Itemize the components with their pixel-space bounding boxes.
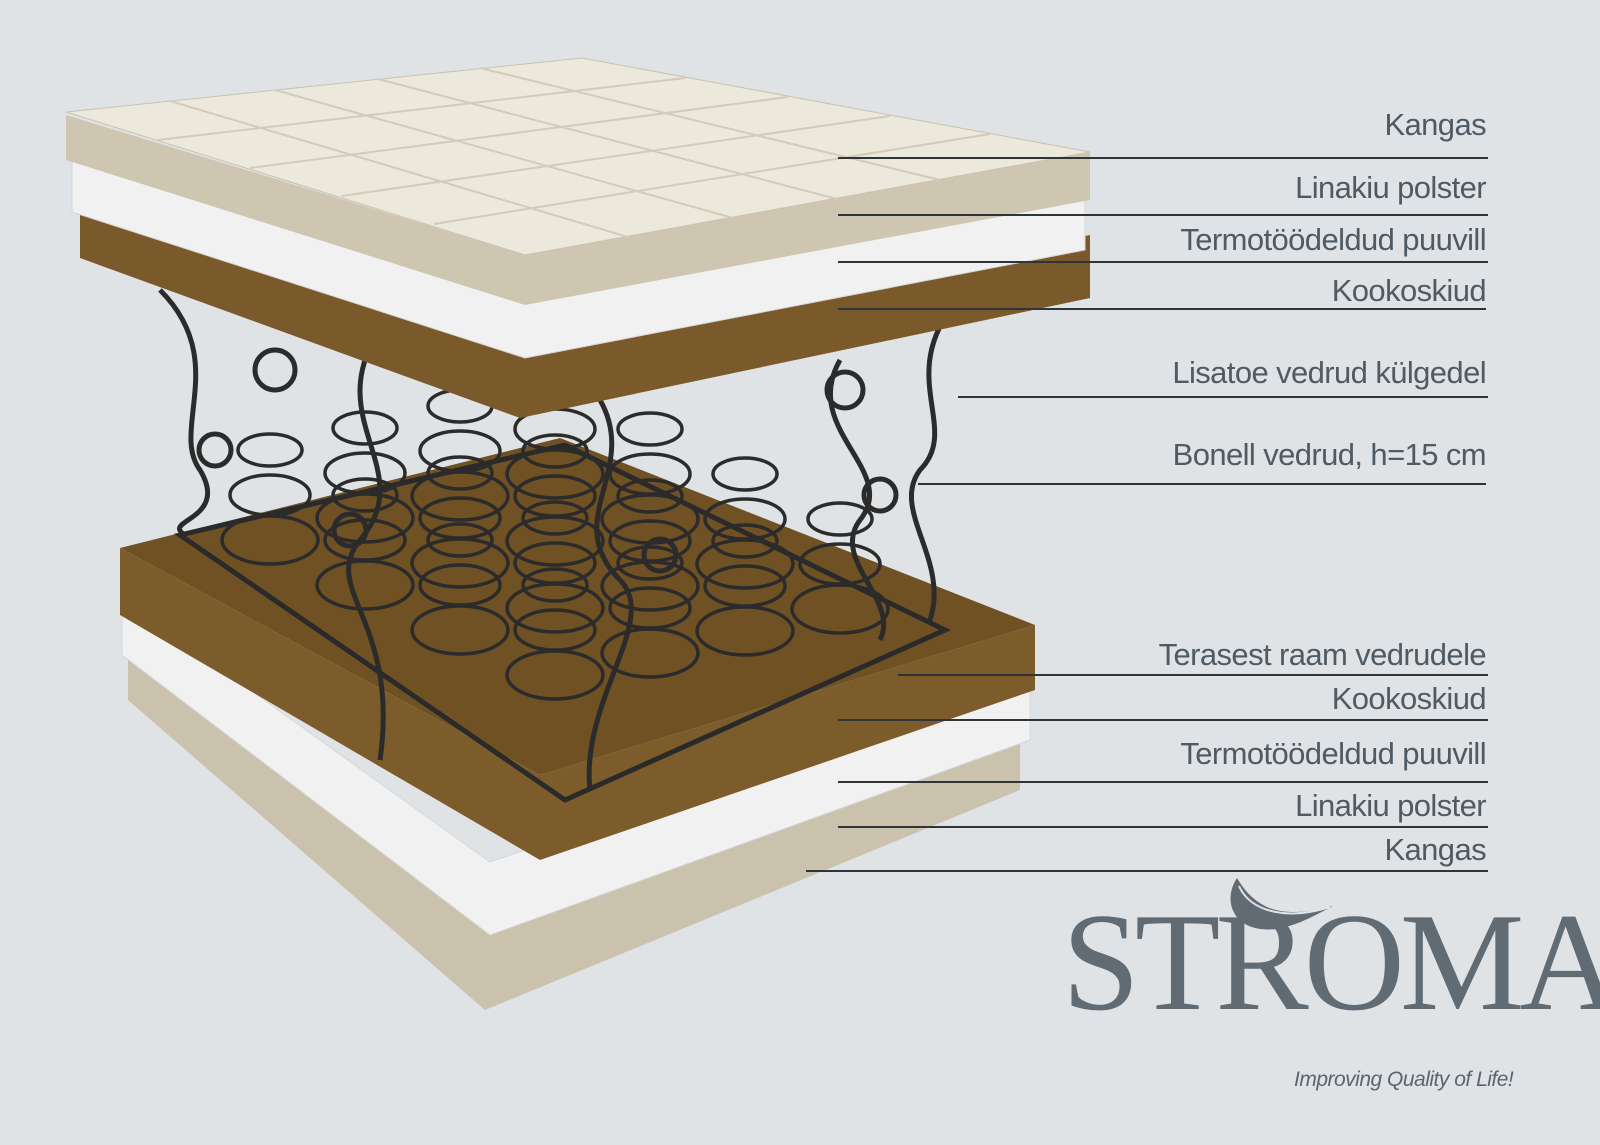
label-bottom-cotton: Termotöödeldud puuvill [1180,736,1486,771]
spring-coil [331,477,399,513]
spring-coil [616,478,684,514]
leader-line [958,396,1488,398]
spring-coil [418,429,502,473]
leader-line [838,719,1488,721]
leader-line [806,870,1488,872]
spring-coil [513,541,597,585]
bottom-cotton-layer [121,597,1031,936]
spring-coil [426,455,494,491]
leader-line [918,483,1486,485]
label-top-flax-padding: Linakiu polster [1295,170,1487,205]
label-top-coir: Kookoskiud [1331,273,1487,308]
spring-coil [703,497,787,541]
leader-line [838,781,1488,783]
spring-coil [806,501,874,537]
top-fabric-layer [65,57,1091,305]
feather-icon [1230,878,1333,930]
spring-coil [236,432,304,468]
leader-line [838,157,1488,159]
label-side-springs: Lisatoe vedrud külgedel [1172,355,1486,390]
side-support-springs [158,288,953,791]
spring-coil [608,519,692,563]
spring-coil [711,456,779,492]
spring-coil [521,567,589,603]
label-top-cotton: Termotöödeldud puuvill [1180,222,1486,257]
leader-line [838,261,1488,263]
spring-coil [418,563,502,607]
spring-coil [521,433,589,469]
label-bottom-coir: Kookoskiud [1331,681,1487,716]
spring-coil [711,523,779,559]
leader-line [838,826,1488,828]
spring-coil [323,451,407,495]
spring-coil [513,608,597,652]
bonell-springs [220,366,890,701]
spring-coil [798,542,882,586]
spring-coil [426,522,494,558]
label-bonell-springs: Bonell vedrud, h=15 cm [1172,437,1487,472]
bottom-fabric-layer [128,640,1020,1010]
spring-coil [228,473,312,517]
label-bottom-flax-padding: Linakiu polster [1295,788,1487,823]
leader-line [838,308,1486,310]
spring-coil [703,564,787,608]
leader-line [838,214,1488,216]
spring-coil [331,410,399,446]
stroma-logo: STROMA [1062,885,1600,1040]
spring-coil [608,586,692,630]
label-top-fabric: Kangas [1384,107,1486,142]
logo-tagline: Improving Quality of Life! [1294,1068,1514,1091]
leader-line [898,674,1488,676]
top-coir-layer [80,195,1090,418]
spring-coil [418,496,502,540]
spring-coil [616,545,684,581]
spring-coil [521,500,589,536]
label-bottom-fabric: Kangas [1384,832,1486,867]
spring-coil [513,474,597,518]
label-steel-frame: Terasest raam vedrudele [1158,637,1487,672]
spring-coil [616,411,684,447]
